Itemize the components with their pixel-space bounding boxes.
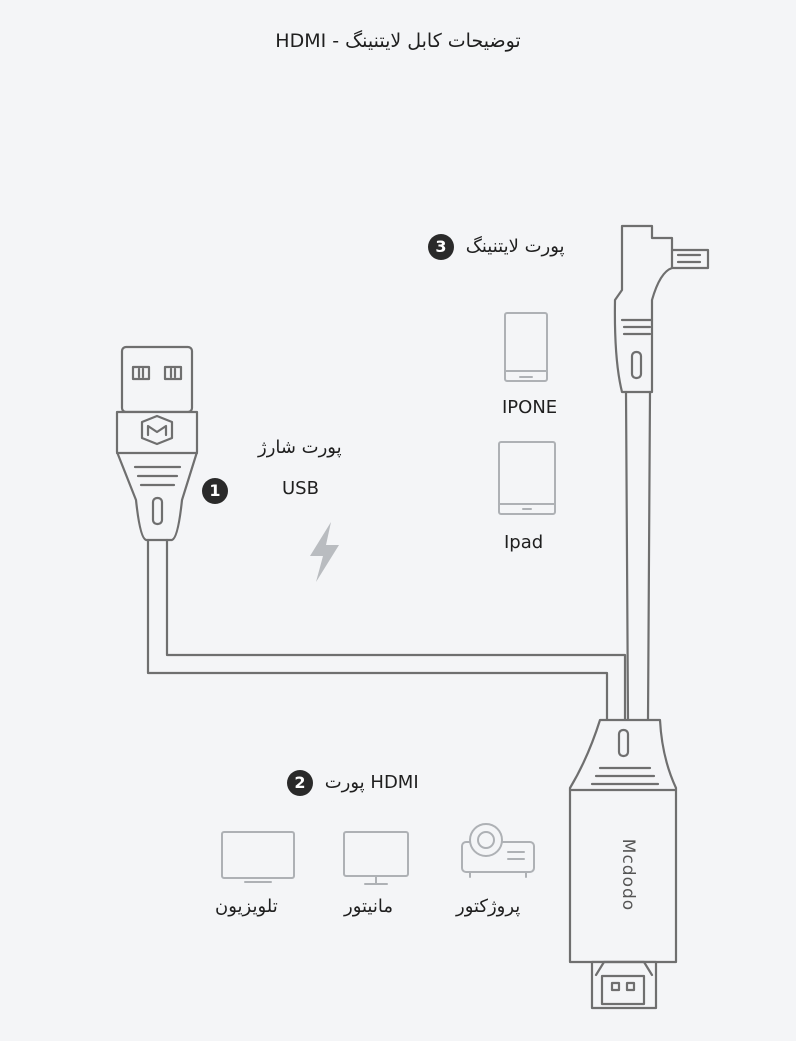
hdmi-port-label: پورت HDMI	[324, 772, 419, 793]
ipad-label: Ipad	[504, 532, 544, 553]
tv-label: تلویزیون	[215, 896, 278, 917]
lightning-bolt-icon	[310, 522, 339, 582]
usb-port-sub-label: USB	[282, 478, 319, 499]
brand-text: Mcdodo	[618, 839, 638, 911]
mcdodo-logo-icon	[140, 414, 174, 446]
port-number-badge: 1	[202, 478, 228, 504]
tv-icon	[221, 831, 295, 883]
usb-port-label: پورت شارژ	[258, 437, 342, 458]
page-title: توضیحات کابل لایتنینگ - HDMI	[275, 30, 521, 52]
ipad-icon	[498, 441, 556, 515]
hdmi-port-label-group: 2 پورت HDMI	[287, 770, 419, 796]
lightning-port-label-group: 3 پورت لایتنینگ	[428, 234, 565, 260]
projector-label: پروژکتور	[456, 896, 521, 917]
hdmi-adapter	[568, 718, 678, 1010]
monitor-icon	[343, 831, 409, 885]
projector-icon	[461, 823, 535, 878]
usb-port-badge-wrap: 1	[202, 478, 228, 504]
usb-cable	[146, 538, 609, 722]
usb-plug	[115, 345, 199, 542]
lightning-connector	[613, 224, 710, 394]
port-number-badge: 2	[287, 770, 313, 796]
monitor-label: مانیتور	[344, 896, 393, 917]
iphone-icon	[504, 312, 548, 382]
port-number-badge: 3	[428, 234, 454, 260]
iphone-label: IPONE	[502, 397, 558, 418]
lightning-port-label: پورت لایتنینگ	[465, 236, 565, 257]
